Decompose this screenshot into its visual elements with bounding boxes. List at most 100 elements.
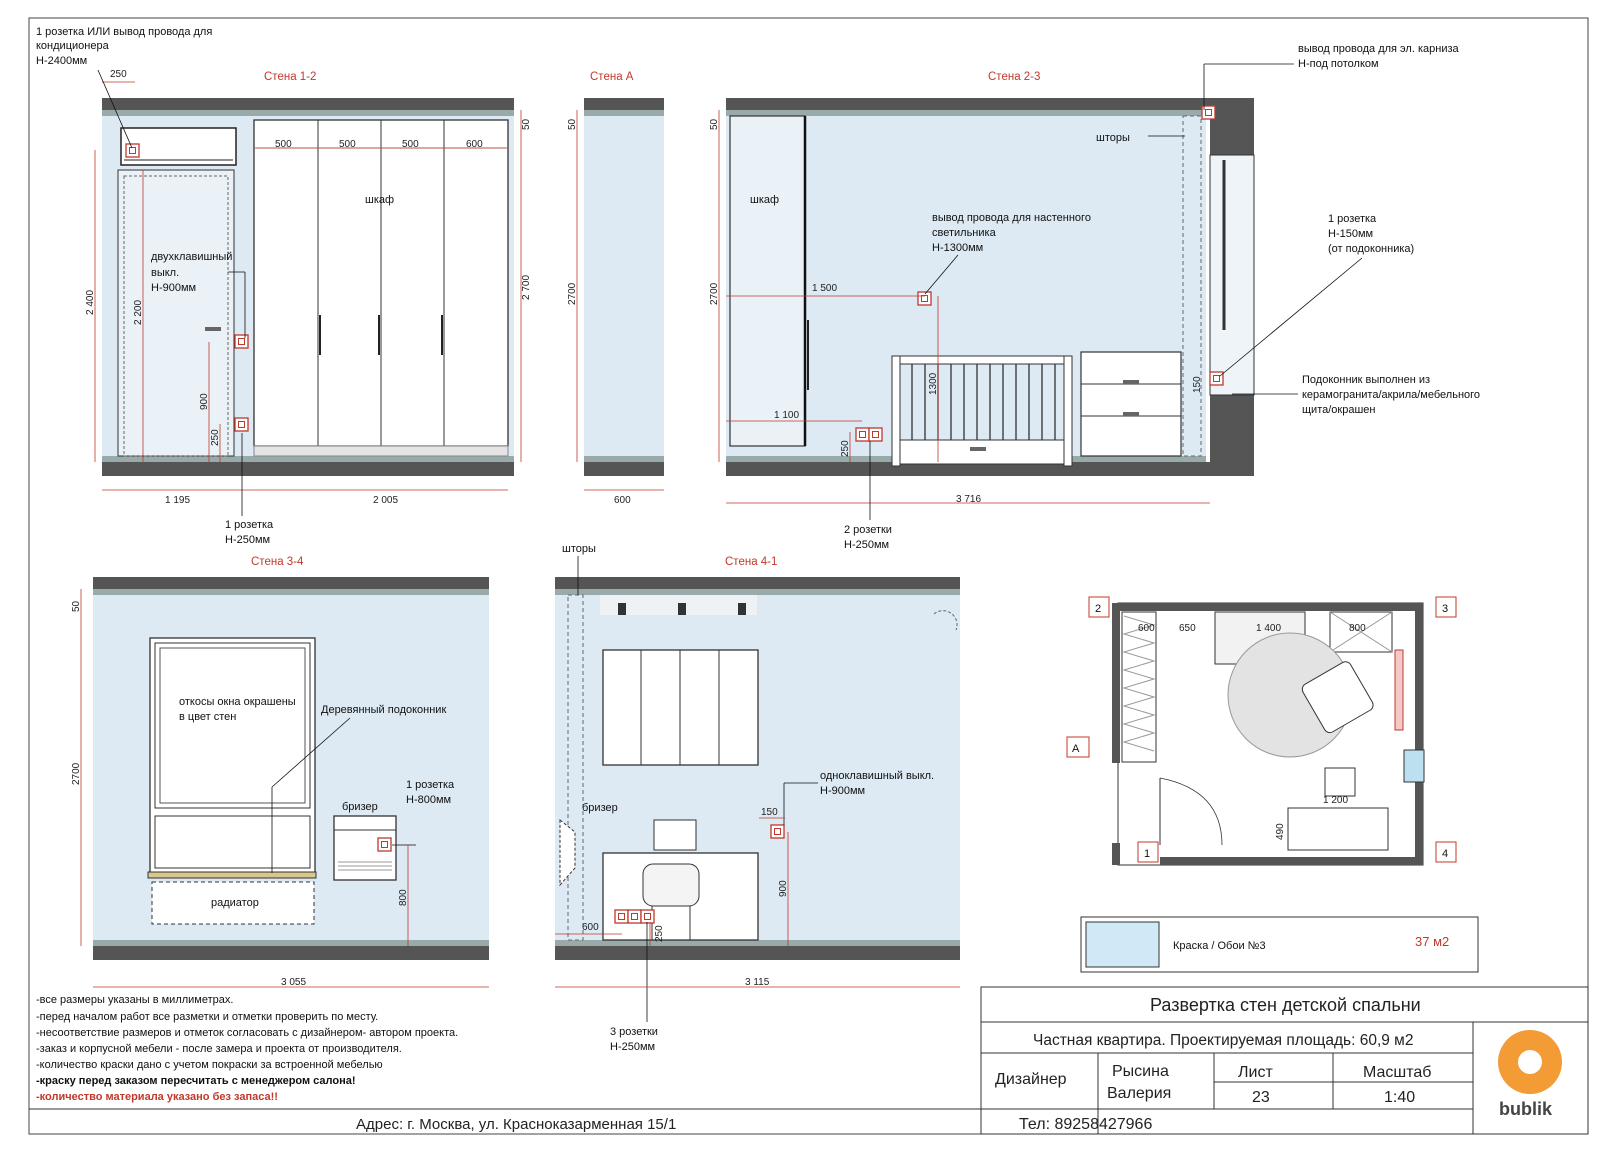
svg-text:900: 900 [778, 880, 789, 897]
door-handle [205, 327, 221, 331]
svg-text:(от подоконника): (от подоконника) [1328, 243, 1414, 255]
sheet-frame [28, 17, 1589, 1135]
svg-text:1 розетка ИЛИ вывод провода дл: 1 розетка ИЛИ вывод провода для [36, 26, 212, 38]
svg-text:Н-250мм: Н-250мм [225, 534, 270, 546]
svg-text:2700: 2700 [709, 282, 720, 305]
svg-text:шторы: шторы [1096, 132, 1130, 144]
plan-desk [1287, 807, 1389, 851]
svg-text:2: 2 [1095, 603, 1101, 615]
svg-text:3: 3 [1442, 603, 1448, 615]
general-notes: -все размеры указаны в миллиметрах. -пер… [36, 994, 458, 1103]
svg-text:в цвет стен: в цвет стен [179, 711, 236, 723]
svg-text:37 м2: 37 м2 [1415, 934, 1449, 949]
svg-text:3 розетки: 3 розетки [610, 1026, 658, 1038]
svg-text:шкаф: шкаф [365, 194, 394, 206]
svg-text:двухклавишный: двухклавишный [151, 251, 232, 263]
svg-text:250: 250 [654, 925, 665, 942]
svg-text:bublik: bublik [1499, 1099, 1553, 1119]
svg-text:1 400: 1 400 [1256, 623, 1281, 634]
spotlight-icon [738, 603, 746, 615]
svg-text:500: 500 [275, 139, 292, 150]
chair [642, 863, 700, 907]
svg-text:бризер: бризер [582, 802, 618, 814]
paint-swatch [1085, 921, 1160, 968]
bublik-logo: bublik [1498, 1030, 1562, 1119]
svg-text:4: 4 [1442, 848, 1448, 860]
window-sill [147, 871, 317, 879]
svg-text:вывод провода для эл. карниза: вывод провода для эл. карниза [1298, 43, 1460, 55]
svg-text:керамогранита/акрила/мебельног: керамогранита/акрила/мебельного [1302, 389, 1480, 401]
svg-text:2 розетки: 2 розетки [844, 524, 892, 536]
svg-text:250: 250 [210, 429, 221, 446]
svg-text:-количество краски дано с учет: -количество краски дано с учетом покраск… [36, 1059, 383, 1071]
svg-text:бризер: бризер [342, 801, 378, 813]
svg-text:Н-2400мм: Н-2400мм [36, 55, 87, 67]
wall-1-2-title: Стена 1-2 [264, 71, 316, 83]
spotlight-icon [678, 603, 686, 615]
svg-text:Н-250мм: Н-250мм [844, 539, 889, 551]
svg-text:250: 250 [840, 440, 851, 457]
svg-text:50: 50 [521, 118, 532, 130]
wall-4-1-elevation: Стена 4-1 шторы бризер одноклавишный вык… [555, 543, 960, 1053]
svg-text:-перед началом работ все разме: -перед началом работ все разметки и отме… [36, 1011, 378, 1023]
plan-armchair [1301, 661, 1374, 734]
svg-text:одноклавишный выкл.: одноклавишный выкл. [820, 770, 934, 782]
svg-text:1 500: 1 500 [812, 283, 837, 294]
svg-text:1 розетка: 1 розетка [225, 519, 274, 531]
svg-text:Н-под потолком: Н-под потолком [1298, 58, 1379, 70]
title-block: Адрес: г. Москва, ул. Красноказарменная … [29, 986, 1589, 1135]
svg-text:600: 600 [582, 922, 599, 933]
svg-text:1: 1 [1144, 848, 1150, 860]
svg-text:выкл.: выкл. [151, 267, 179, 279]
svg-text:-несоответствие размеров и отм: -несоответствие размеров и отметок согла… [36, 1027, 458, 1039]
svg-text:Стена 2-3: Стена 2-3 [988, 71, 1040, 83]
svg-text:вывод провода для настенного: вывод провода для настенного [932, 212, 1091, 224]
svg-text:Н-900мм: Н-900мм [151, 282, 196, 294]
svg-text:Развертка стен детской спальни: Развертка стен детской спальни [1150, 995, 1421, 1015]
svg-text:Валерия: Валерия [1107, 1085, 1171, 1102]
svg-text:1 розетка: 1 розетка [406, 779, 455, 791]
curtains [567, 594, 584, 941]
svg-text:радиатор: радиатор [211, 897, 259, 909]
svg-text:Краска / Обои №3: Краска / Обои №3 [1173, 940, 1266, 952]
material-legend: Краска / Обои №3 37 м2 [1080, 916, 1479, 973]
svg-text:1 розетка: 1 розетка [1328, 213, 1377, 225]
svg-text:800: 800 [1349, 623, 1366, 634]
svg-text:Стена 3-4: Стена 3-4 [251, 556, 304, 568]
svg-text:-заказ и корпусной мебели - по: -заказ и корпусной мебели - после замера… [36, 1043, 402, 1055]
svg-text:490: 490 [1275, 823, 1286, 840]
svg-text:1300: 1300 [928, 372, 939, 395]
svg-text:Н-900мм: Н-900мм [820, 785, 865, 797]
svg-text:23: 23 [1252, 1089, 1270, 1106]
svg-text:2700: 2700 [567, 282, 578, 305]
svg-text:Рысина: Рысина [1112, 1063, 1169, 1080]
svg-text:Н-150мм: Н-150мм [1328, 228, 1373, 240]
svg-text:3 055: 3 055 [281, 977, 306, 988]
wall-2-3-elevation: Стена 2-3 шкаф [709, 43, 1480, 551]
crib [891, 355, 1073, 467]
svg-text:800: 800 [398, 889, 409, 906]
floor-plan: 600 650 1 400 800 1 200 490 2 3 А 1 4 [1066, 596, 1457, 866]
svg-text:500: 500 [339, 139, 356, 150]
svg-text:шкаф: шкаф [750, 194, 779, 206]
svg-text:2 005: 2 005 [373, 495, 398, 506]
svg-text:-все размеры указаны в миллиме: -все размеры указаны в миллиметрах. [36, 994, 233, 1006]
svg-text:1 200: 1 200 [1323, 795, 1348, 806]
svg-text:1:40: 1:40 [1384, 1089, 1415, 1106]
svg-text:3 115: 3 115 [745, 977, 770, 988]
air-conditioner [120, 127, 237, 166]
curtains [1182, 115, 1202, 457]
svg-text:50: 50 [709, 118, 720, 130]
svg-text:50: 50 [71, 600, 82, 612]
svg-text:600: 600 [466, 139, 483, 150]
svg-text:Н-1300мм: Н-1300мм [932, 242, 983, 254]
svg-text:600: 600 [614, 495, 631, 506]
svg-text:600: 600 [1138, 623, 1155, 634]
svg-text:А: А [1072, 743, 1080, 755]
wall-1-2-elevation: Стена 1-2 шкаф 2 400 2 200 900 [36, 26, 532, 546]
svg-text:Тел: 89258427966: Тел: 89258427966 [1019, 1116, 1152, 1133]
svg-text:Масштаб: Масштаб [1363, 1064, 1431, 1081]
svg-text:-краску перед заказом пересчит: -краску перед заказом пересчитать с мене… [36, 1075, 356, 1087]
dresser [1080, 351, 1182, 457]
